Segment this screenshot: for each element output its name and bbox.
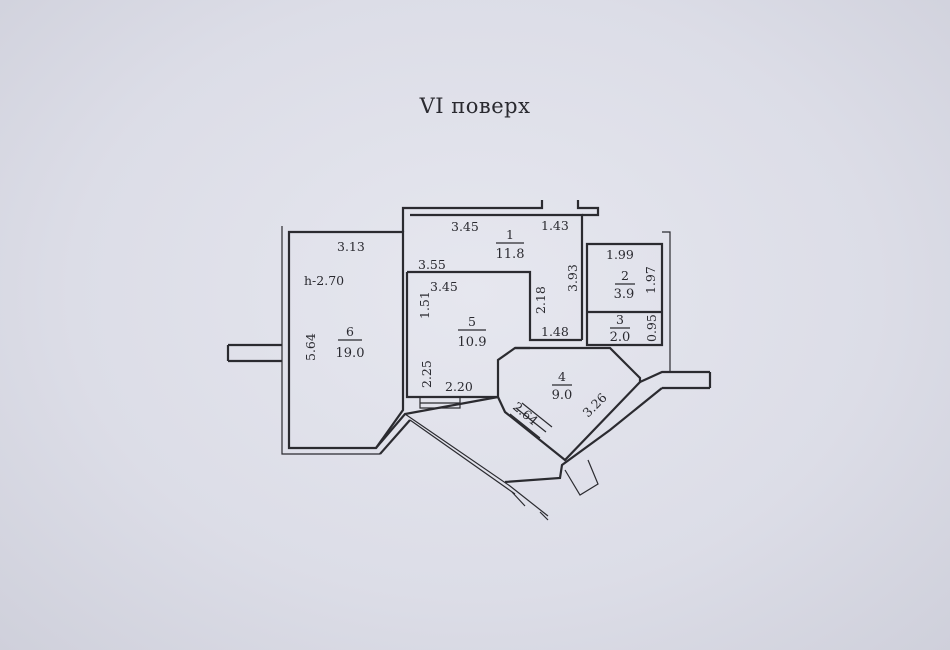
room-5-area: 10.9 [458,335,487,350]
room-1-5-divider [407,270,582,342]
lower-wall-left [375,395,499,455]
right-balcony [639,370,712,390]
room-5-number: 5 [468,314,476,329]
room-4-area: 9.0 [552,388,573,403]
lower-balcony-left [404,413,549,517]
room-3-number: 3 [616,312,624,327]
dim-1-99: 1.99 [606,247,634,262]
labels: h-2.70 6 19.0 1 11.8 2 3.9 3 2.0 5 10.9 … [303,218,659,428]
left-balcony [226,343,282,363]
room-6-area: 19.0 [336,346,365,361]
dim-3-45-top: 3.45 [451,219,479,234]
dim-5-64: 5.64 [303,333,318,361]
room-4-door [509,402,553,439]
lower-stub [564,459,599,496]
dim-0-95: 0.95 [644,314,659,342]
room-6-number: 6 [346,324,354,339]
dim-3-26: 3.26 [580,390,610,420]
dim-3-45-inner: 3.45 [430,279,458,294]
lower-balcony-right [504,387,663,484]
room-1-area: 11.8 [496,247,525,262]
room-2-area: 3.9 [614,287,635,302]
dim-2-25: 2.25 [419,360,434,388]
ceiling-height-label: h-2.70 [304,273,344,288]
room-1-number: 1 [506,227,514,242]
dim-3-13: 3.13 [337,239,365,254]
room-2-number: 2 [621,268,629,283]
dim-2-20: 2.20 [445,379,473,394]
room-4-number: 4 [558,369,566,384]
right-outer [662,231,671,372]
room-1-walls [410,213,584,340]
walls [226,200,712,521]
room-3-area: 2.0 [610,330,631,345]
dim-2-18: 2.18 [533,286,548,314]
dim-3-55: 3.55 [418,257,446,272]
dim-1-51: 1.51 [417,291,432,319]
outer-wall-line [281,226,380,455]
top-wall [401,200,600,232]
lower-tip [511,491,549,521]
dim-3-93: 3.93 [565,264,580,292]
dim-1-48: 1.48 [541,324,569,339]
page-title: VI поверх [419,94,531,118]
dim-1-97: 1.97 [643,266,658,294]
room-5-door [419,397,461,409]
dim-1-43: 1.43 [541,218,569,233]
